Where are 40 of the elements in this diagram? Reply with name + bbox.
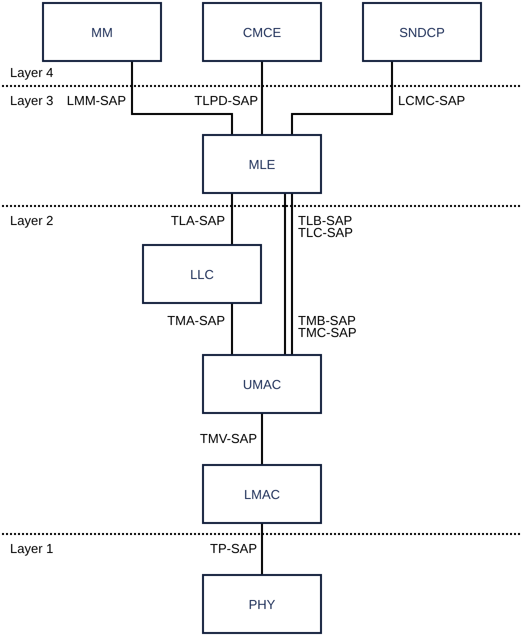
module-box (202, 574, 322, 634)
layer-label: Layer 3 (10, 95, 54, 107)
connector-line (291, 194, 293, 354)
layer-label: Layer 1 (10, 543, 54, 555)
connector-line (261, 524, 263, 574)
module-box (202, 354, 322, 414)
module-box (202, 464, 322, 524)
edge-label: TLPD-SAP (194, 95, 258, 107)
module-box (202, 2, 322, 62)
connector-line (131, 62, 233, 134)
connector-line (231, 304, 233, 354)
box-label: LMAC (244, 486, 280, 502)
edge-label: TLB-SAP (298, 215, 352, 227)
edge-label: TMA-SAP (167, 315, 225, 327)
module-box (142, 244, 262, 304)
connector-line (261, 62, 263, 134)
interface-label: TMC-SAP (298, 327, 356, 339)
layer-label: Layer 2 (10, 215, 54, 227)
module-box (362, 2, 482, 62)
connector-line (284, 194, 286, 354)
box-label: SNDCP (399, 24, 445, 40)
edge-label: TLC-SAP (298, 227, 353, 239)
connector-line (231, 194, 233, 244)
box-label: CMCE (242, 24, 282, 40)
box-label: LLC (190, 266, 214, 282)
edge-label: TLA-SAP (170, 215, 225, 227)
layer-label: Layer 4 (10, 67, 54, 79)
edge-label: TP-SAP (210, 543, 257, 555)
edge-label: TMV-SAP (200, 433, 257, 445)
module-box (202, 134, 322, 194)
connector-line (291, 62, 393, 134)
interface-label: TMB-SAP (298, 315, 356, 327)
box-label: MLE (248, 156, 276, 172)
connector-line (261, 414, 263, 464)
module-box (42, 2, 162, 62)
box-label: MM (91, 24, 113, 40)
edge-label: LCMC-SAP (398, 95, 466, 107)
box-label: PHY (248, 596, 276, 612)
edge-label: LMM-SAP (66, 95, 126, 107)
box-label: UMAC (242, 376, 282, 392)
